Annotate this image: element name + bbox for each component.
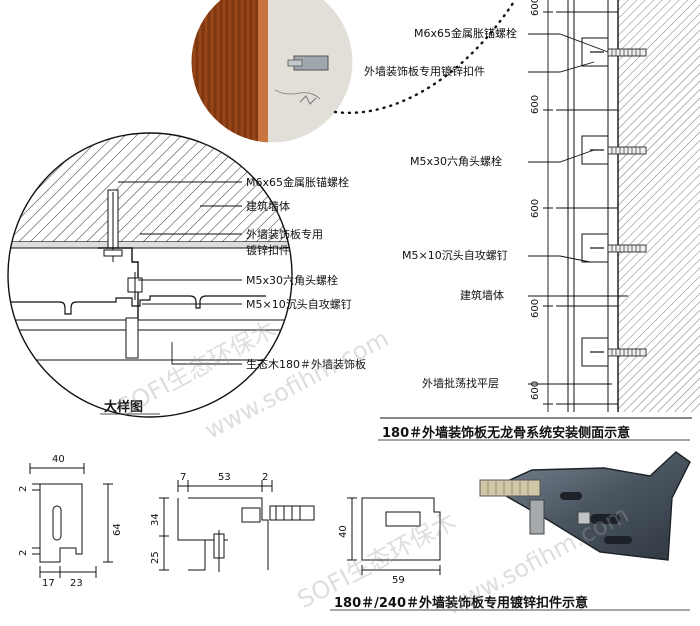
- clip-a-height: 64: [112, 523, 123, 536]
- side-spacing-1: 600: [530, 0, 541, 16]
- side-label-clip: 外墙装饰板专用镀锌扣件: [364, 65, 485, 78]
- side-elevation: [380, 0, 700, 419]
- clip-drawing-c: [347, 497, 441, 575]
- clip-caption: 180＃/240＃外墙装饰板专用镀锌扣件示意: [334, 596, 589, 611]
- side-label-hex-bolt: M5x30六角头螺栓: [410, 155, 502, 168]
- clip-photo: [479, 451, 691, 561]
- photo-inset: [190, 0, 354, 144]
- detail-label-clip-line1: 外墙装饰板专用: [246, 228, 323, 241]
- detail-label-screw: M5×10沉头自攻螺钉: [246, 298, 352, 311]
- detail-label-hex-bolt: M5x30六角头螺栓: [246, 274, 338, 287]
- clip-a-left-width: 17: [42, 578, 55, 589]
- detail-label-wall: 建筑墙体: [246, 200, 290, 213]
- detail-label-board: 生态木180＃外墙装饰板: [246, 358, 366, 371]
- detail-label-clip-line2: 镀锌扣件: [246, 244, 290, 257]
- side-spacing-4: 600: [530, 298, 541, 318]
- side-label-screw: M5×10沉头自攻螺钉: [402, 249, 508, 262]
- side-label-leveling: 外墙批荡找平层: [422, 377, 499, 390]
- clip-b-length: 53: [218, 472, 231, 483]
- clip-drawing-b: [159, 480, 315, 572]
- clip-a-right-width: 23: [70, 578, 83, 589]
- detail-leaders: [118, 181, 242, 365]
- clip-b-upper-height: 34: [150, 513, 161, 526]
- clip-drawing-a: [29, 463, 113, 578]
- clip-b-thickness: 2: [262, 472, 269, 483]
- side-spacing-5: 600: [530, 380, 541, 400]
- side-label-anchor-bolt: M6x65金属胀锚螺栓: [414, 27, 517, 40]
- detail-label-anchor-bolt: M6x65金属胀锚螺栓: [246, 176, 349, 189]
- clip-c-height: 40: [338, 525, 349, 538]
- clip-a-width: 40: [52, 454, 65, 465]
- side-caption: 180＃外墙装饰板无龙骨系统安装侧面示意: [382, 426, 631, 441]
- clip-a-top-thk: 2: [18, 485, 29, 492]
- clip-a-bottom-thk: 2: [18, 549, 29, 556]
- detail-title: 大样图: [104, 400, 144, 415]
- side-spacing-2: 600: [530, 94, 541, 114]
- side-spacing-3: 600: [530, 198, 541, 218]
- clip-b-flange: 7: [180, 472, 187, 483]
- side-label-wall: 建筑墙体: [460, 289, 504, 302]
- clip-b-lower-height: 25: [150, 551, 161, 564]
- dotted-connector: [333, 0, 517, 115]
- clip-c-width: 59: [392, 575, 405, 586]
